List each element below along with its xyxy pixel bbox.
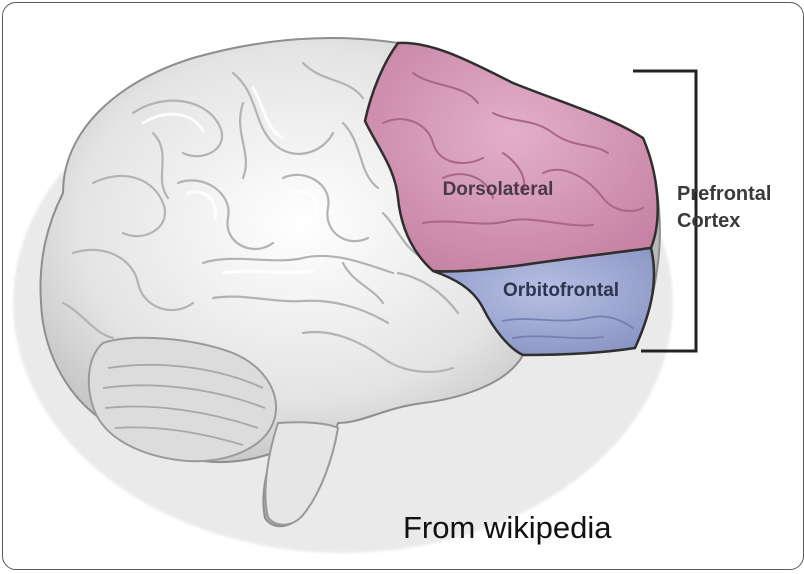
dorsolateral-region xyxy=(365,43,658,272)
prefrontal-label-line2: Cortex xyxy=(677,210,740,232)
orbitofrontal-label: Orbitofrontal xyxy=(503,280,619,301)
dorsolateral-label: Dorsolateral xyxy=(443,179,554,200)
source-caption: From wikipedia xyxy=(403,510,611,546)
brain-diagram: Dorsolateral Orbitofrontal Prefrontal Co… xyxy=(3,3,803,569)
prefrontal-label-line1: Prefrontal xyxy=(677,183,771,205)
